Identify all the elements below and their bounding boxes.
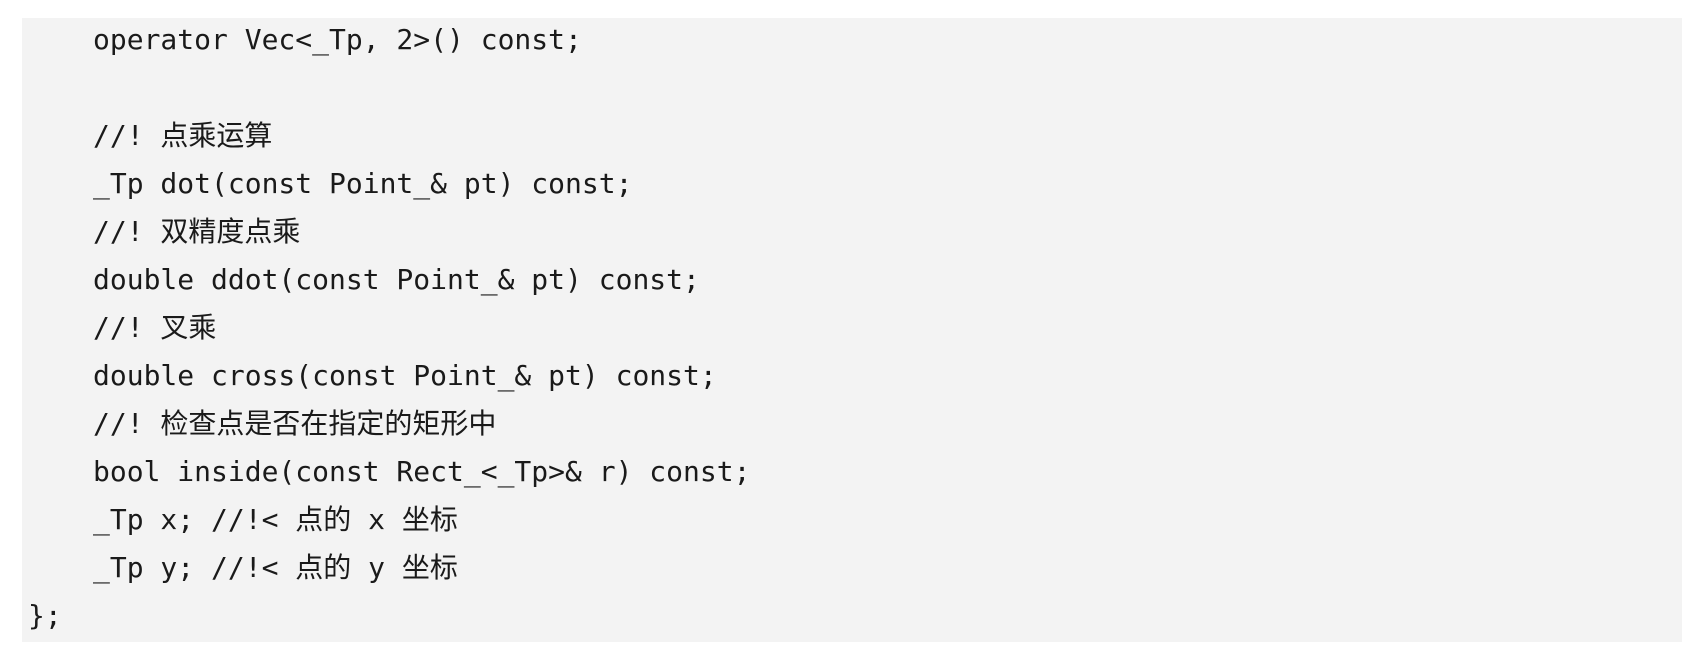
code-line-member-y: _Tp y; //!< 点的 y 坐标 bbox=[93, 551, 458, 584]
code-comment-inside: //! 检查点是否在指定的矩形中 bbox=[93, 407, 497, 440]
code-line-inside: bool inside(const Rect_<_Tp>& r) const; bbox=[93, 455, 751, 488]
code-comment-dot-product: //! 点乘运算 bbox=[93, 119, 273, 152]
code-line-dot: _Tp dot(const Point_& pt) const; bbox=[93, 167, 633, 200]
code-line-ddot: double ddot(const Point_& pt) const; bbox=[93, 263, 700, 296]
code-block: operator Vec<_Tp, 2>() const; //! 点乘运算 _… bbox=[22, 18, 1682, 642]
code-comment-ddot: //! 双精度点乘 bbox=[93, 215, 301, 248]
code-line-member-x: _Tp x; //!< 点的 x 坐标 bbox=[93, 503, 458, 536]
code-line-operator-vec: operator Vec<_Tp, 2>() const; bbox=[93, 23, 582, 56]
code-comment-cross: //! 叉乘 bbox=[93, 311, 217, 344]
code-line-cross: double cross(const Point_& pt) const; bbox=[93, 359, 717, 392]
code-line-closing-brace: }; bbox=[28, 599, 62, 632]
